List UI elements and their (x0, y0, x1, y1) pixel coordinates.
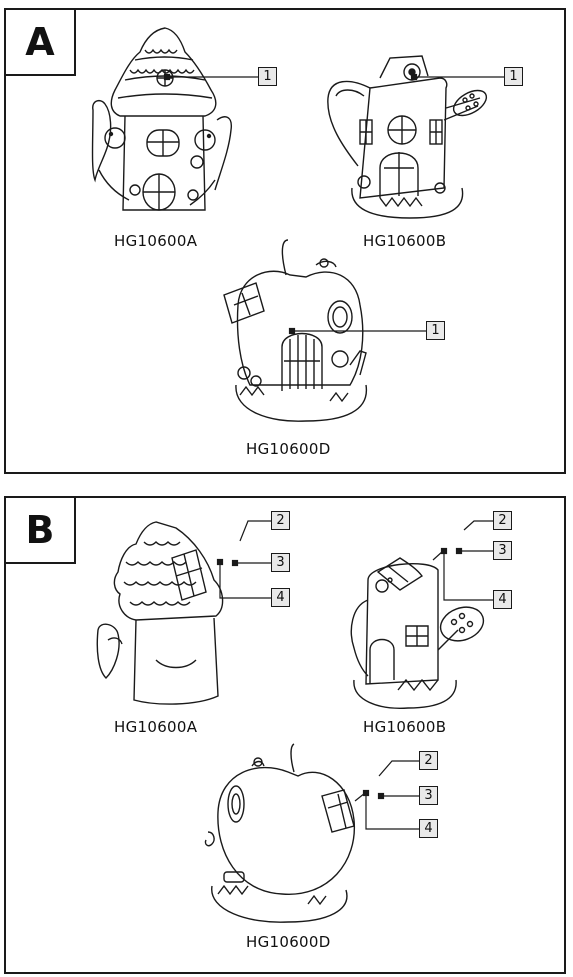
watering-can-back-illustration-b (350, 557, 485, 709)
model-label-a-watering-can: HG10600B (363, 232, 447, 250)
model-label-a-apple: HG10600D (246, 440, 331, 458)
panel-b-letter: B (4, 496, 76, 564)
cottage-illustration-a (91, 27, 232, 211)
callout-b-cottage-3: 3 (271, 553, 290, 572)
callout-b-apple-4: 4 (419, 819, 438, 838)
model-label-b-apple: HG10600D (246, 933, 331, 951)
callout-b-apple-2: 2 (419, 751, 438, 770)
callout-a-apple: 1 (426, 321, 445, 340)
callout-b-cottage-2: 2 (271, 511, 290, 530)
model-label-a-cottage: HG10600A (114, 232, 198, 250)
callout-b-cottage-4: 4 (271, 588, 290, 607)
callout-b-watering-can-4: 4 (493, 590, 512, 609)
model-label-b-watering-can: HG10600B (363, 718, 447, 736)
callout-b-watering-can-3: 3 (493, 541, 512, 560)
panel-a-letter: A (4, 8, 76, 76)
callout-a-watering-can: 1 (504, 67, 523, 86)
callout-b-watering-can-2: 2 (493, 511, 512, 530)
callout-a-cottage: 1 (258, 67, 277, 86)
apple-back-illustration-b (204, 743, 356, 923)
watering-can-illustration-a (327, 55, 488, 219)
apple-illustration-a (223, 239, 368, 422)
cottage-back-illustration-b (96, 521, 224, 705)
model-label-b-cottage: HG10600A (114, 718, 198, 736)
callout-b-apple-3: 3 (419, 786, 438, 805)
